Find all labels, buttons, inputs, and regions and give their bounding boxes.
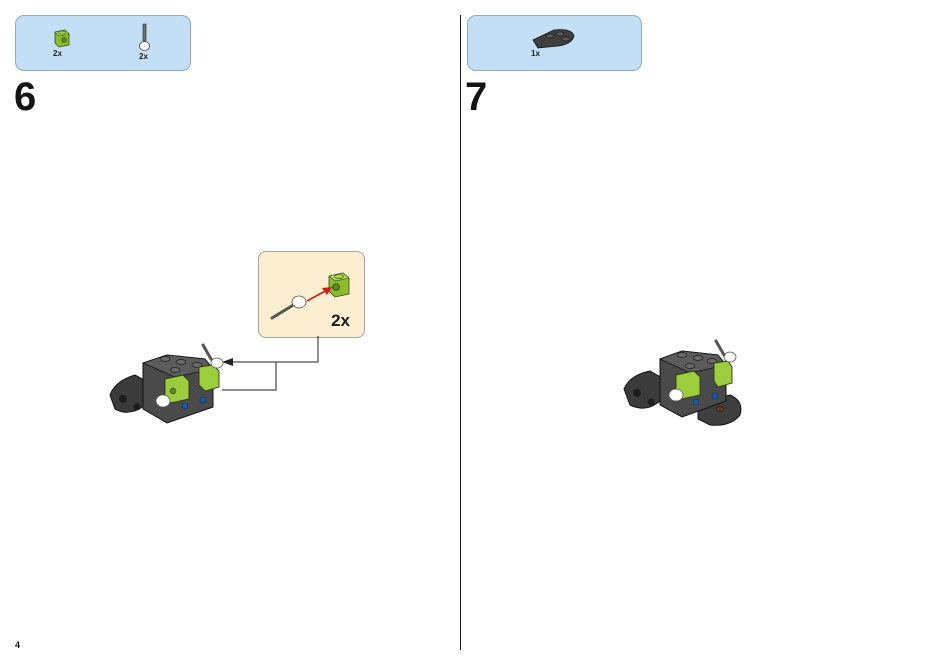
- page-divider: [460, 15, 461, 650]
- part-qty: 1x: [531, 49, 540, 58]
- red-insert-arrow-icon: [306, 287, 332, 302]
- parts-list-step-7: 1x: [467, 15, 642, 71]
- callout-qty: 2x: [331, 311, 350, 330]
- sub-assembly-callout: 2x: [258, 251, 365, 338]
- step-number: 7: [465, 75, 488, 119]
- parts-list-step-6: 2x 2x: [15, 15, 191, 71]
- page-number: 4: [15, 640, 21, 650]
- gray-axle-with-white-ball-icon: [270, 295, 307, 320]
- step-7-model-illustration: [623, 339, 742, 426]
- lime-green-technic-brick-icon: [54, 29, 70, 48]
- part-qty: 2x: [53, 49, 62, 58]
- step-number: 6: [14, 75, 37, 119]
- part-qty: 2x: [139, 52, 148, 61]
- dark-gray-wedge-plate-icon: [532, 29, 575, 49]
- step-6-model-illustration: [109, 343, 224, 424]
- gray-axle-with-white-ball-icon: [139, 23, 150, 51]
